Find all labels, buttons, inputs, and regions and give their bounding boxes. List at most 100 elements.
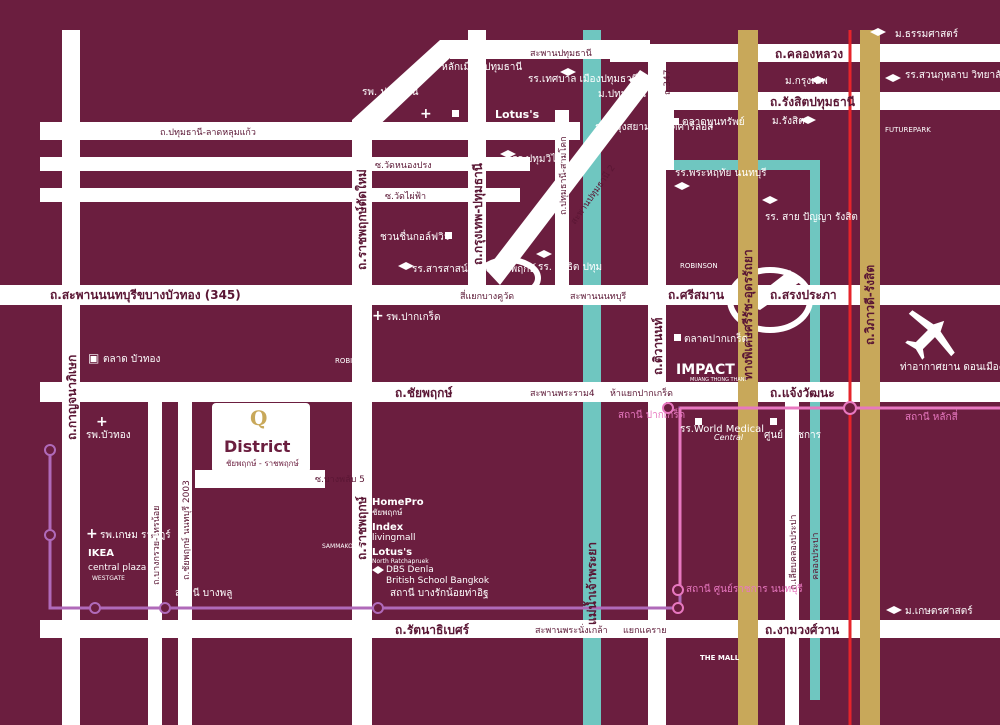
road-ratchaphruek <box>352 120 372 725</box>
hospital-icon: + <box>620 103 632 119</box>
road-label: ถ.กาญจนาภิเษก <box>65 355 79 440</box>
school-icon <box>628 76 644 84</box>
school-icon <box>372 566 384 574</box>
place-label: North Ratchapruek <box>372 558 429 565</box>
school-icon <box>810 76 826 84</box>
hospital-icon: + <box>372 308 384 324</box>
station-label: สถานี หลักสี่ <box>905 409 958 423</box>
place-label: ม.เกษตรศาสตร์ <box>905 605 973 617</box>
place-label: ศูนย์ ราชการ <box>764 429 822 441</box>
station-label: สถานี บางรักน้อยท่าอิฐ <box>390 587 489 599</box>
place-label: รร.พระหฤทัย นนทบุรี <box>675 167 767 179</box>
road-label: ถ.ราชพฤกษ์ตัดใหม่ <box>354 169 369 270</box>
road-label: ซ.วัดหนองปรง <box>375 161 432 171</box>
place-label: รร. สาธิต ปทุม <box>538 262 602 273</box>
place-label: รร.สารสาสน์ วิเทศราชพฤกษ์ <box>412 263 536 275</box>
place-label: DBS Denla <box>386 565 434 575</box>
place-label: livingmall <box>372 533 416 543</box>
market-icon <box>770 418 777 425</box>
road-label: ถ.ติวานนท์ <box>651 318 665 376</box>
place-label: ศาล หลักเมือง ปทุมธานี <box>420 61 522 73</box>
road-label: ซ.วัดไผ่ฟ้า <box>385 191 426 202</box>
place-label: Central <box>714 433 744 442</box>
place-label: รร.สวนกุหลาบ วิทยาลัยรังสิต <box>905 70 1000 81</box>
river-chao-phraya <box>583 30 601 725</box>
school-icon <box>870 28 886 36</box>
place-label: ท่าอากาศยาน ดอนเมือง <box>900 361 1000 373</box>
road-label: ถ.รัตนาธิเบศร์ <box>395 623 470 637</box>
place-label: IMPACT <box>676 362 735 378</box>
road-label: ถ.แจ้งวัฒนะ <box>770 386 835 400</box>
road-label: คลองประปา <box>811 533 821 580</box>
road-label: ถ.คลองหลวง <box>775 47 843 61</box>
station-icon <box>44 529 56 541</box>
road-soi-wat-phai <box>40 188 520 202</box>
school-icon <box>886 606 902 614</box>
project-subtitle: ชัยพฤกษ์ - ราชพฤกษ์ <box>226 458 299 468</box>
market-icon <box>695 418 702 425</box>
road-347 <box>660 110 674 170</box>
school-icon <box>762 196 778 204</box>
hospital-icon: + <box>420 106 432 122</box>
place-label: รพ.ปากเกร็ด <box>386 309 441 323</box>
road-label: สะพานพระนั่งเกล้า <box>535 623 608 636</box>
school-icon <box>674 182 690 190</box>
station-label: สถานี ปากเกร็ด <box>618 407 685 421</box>
place-label: รพ.เกษม ราษฎร์ <box>100 529 171 541</box>
road-label: ซ.บางพลับ 5 <box>315 475 365 485</box>
place-label: รร.ปทุมวิไล <box>512 153 562 165</box>
place-label: รร. สาย ปัญญา รังสิต <box>765 212 858 223</box>
market-icon <box>445 232 452 239</box>
station-icon <box>843 401 857 415</box>
place-label: IKEA <box>88 548 114 559</box>
road-ratchaphruek-mai-diag <box>352 40 650 132</box>
road-soi-wat-nong <box>40 157 530 171</box>
place-label: รร.เทศบาล เมืองปทุมธานี <box>528 73 639 85</box>
road-label: ถ.ชัยพฤกษ์ นนทบุรี 2003 <box>180 480 192 580</box>
road-label: สะพานปทุมธานี <box>530 48 592 59</box>
road-label: ถ.กรุงเทพ-ปทุมธานี <box>471 162 486 265</box>
place-label: Lotus's <box>372 547 412 558</box>
road-label: ถ.รังสิตปทุมธานี <box>770 95 856 110</box>
road-label: ถ.347 <box>663 70 673 96</box>
market-icon: ▣ <box>88 351 99 365</box>
road-soi-bang-phlu <box>195 470 325 488</box>
place-label: central plaza <box>88 563 146 573</box>
project-logo: Q <box>250 406 267 430</box>
road-label: ถ.ศรีสมาน <box>668 288 725 302</box>
road-rattanathibet <box>40 620 1000 638</box>
road-pathum-sam-khok <box>555 110 569 305</box>
school-icon <box>800 116 816 124</box>
school-icon <box>398 262 414 270</box>
station-icon <box>159 602 171 614</box>
hospital-icon: + <box>86 526 98 542</box>
station-label: สถานี ศูนย์ราชการ นนทบุรี <box>686 583 803 595</box>
tollway-sirat <box>738 30 758 725</box>
road-label: ถ.บางกรวย-ไทรน้อย <box>151 506 162 585</box>
station-icon <box>672 584 684 596</box>
road-pathum-lat-lum <box>40 122 580 140</box>
road-saphan-pathum-2 <box>486 70 656 285</box>
tollway-vibhavadi <box>860 30 880 725</box>
road-2003 <box>178 395 192 725</box>
road-kanchanaphisek <box>62 30 80 725</box>
station-icon <box>662 402 674 414</box>
place-label: ม.รังสิต <box>772 116 805 127</box>
road-label: ถ.ชัยพฤกษ์ <box>395 386 453 400</box>
road-label: แยกแคราย <box>623 626 667 636</box>
road-label: ถ.เลียบคลองประปา <box>788 515 799 590</box>
airplane-icon <box>905 310 955 360</box>
station-icon <box>672 602 684 614</box>
place-label: HomePro <box>372 497 424 508</box>
market-icon <box>672 118 679 125</box>
road-chaiyaphruek <box>40 382 1000 402</box>
school-icon <box>560 68 576 76</box>
project-name: District <box>224 437 291 456</box>
road-ramp <box>745 270 800 310</box>
place-label: ชวนชื่นกอล์ฟวิว <box>380 229 449 243</box>
place-label: THE MALL <box>700 654 740 662</box>
road-label: สี่แยกบางคูวัด <box>460 289 514 302</box>
school-icon <box>885 74 901 82</box>
road-label: ถ.วิภาวดี-รังสิต <box>863 265 877 345</box>
